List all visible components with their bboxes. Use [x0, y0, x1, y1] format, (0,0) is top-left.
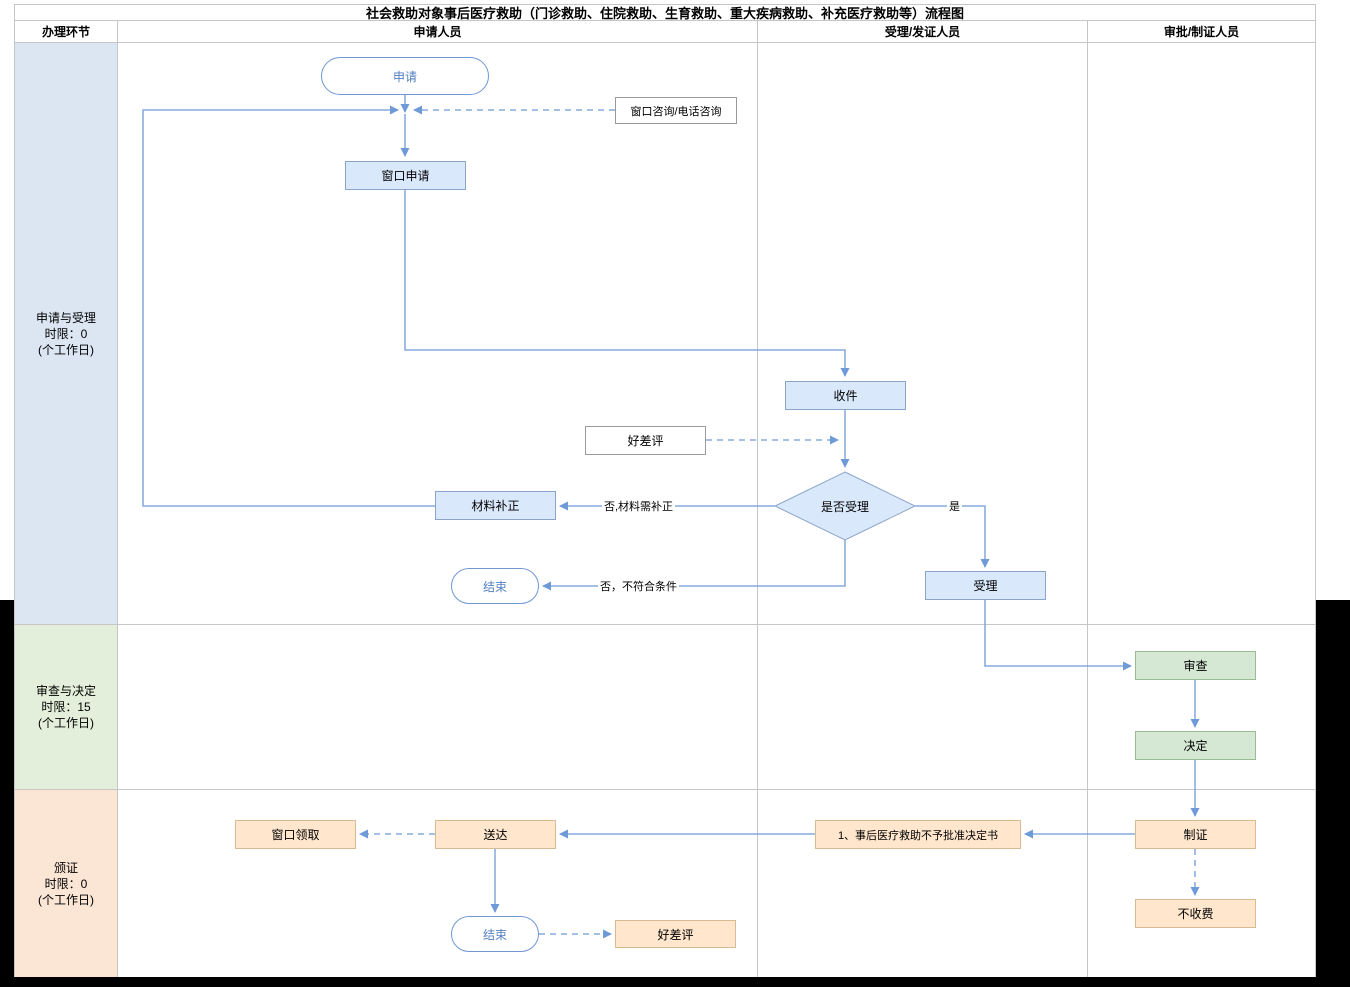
- node-receive-documents: 收件: [785, 381, 906, 410]
- node-window-apply: 窗口申请: [345, 161, 466, 190]
- viewport-mask-bottom: [0, 977, 1350, 987]
- node-make-certificate: 制证: [1135, 820, 1256, 849]
- edge-label-need-correction: 否,材料需补正: [602, 499, 676, 513]
- lane3-name: 颁证: [53, 860, 78, 875]
- lane2-applicant-cell: [117, 624, 758, 790]
- node-decision-document: 1、事后医疗救助不予批准决定书: [815, 820, 1021, 849]
- column-header-applicant: 申请人员: [117, 20, 758, 43]
- lane3-limit: 时限：0: [44, 876, 88, 891]
- lane2-acceptor-cell: [757, 624, 1088, 790]
- lane3-approver-cell: [1087, 789, 1316, 978]
- edge-label-not-qualified: 否，不符合条件: [598, 579, 679, 593]
- node-window-pickup: 窗口领取: [235, 820, 356, 849]
- lane1-approver-cell: [1087, 42, 1316, 625]
- node-deliver: 送达: [435, 820, 556, 849]
- lane-label-certify: 颁证 时限：0 (个工作日): [14, 789, 118, 978]
- lane3-unit: (个工作日): [38, 892, 94, 907]
- lane-label-apply-accept: 申请与受理 时限：0 (个工作日): [14, 42, 118, 625]
- viewport-mask-right: [1316, 600, 1350, 987]
- lane1-limit: 时限：0: [44, 326, 88, 341]
- lane3-acceptor-cell: [757, 789, 1088, 978]
- lane2-limit: 时限：15: [41, 700, 91, 714]
- edge-label-yes: 是: [947, 499, 962, 513]
- lane2-name: 审查与决定: [35, 684, 96, 698]
- decision-accept-or-not: 是否受理: [820, 499, 869, 514]
- column-header-stage: 办理环节: [14, 20, 118, 43]
- node-service-rating-bottom: 好差评: [615, 920, 736, 948]
- node-decide: 决定: [1135, 731, 1256, 760]
- column-header-approver: 审批/制证人员: [1087, 20, 1316, 43]
- lane2-unit: (个工作日): [38, 716, 94, 730]
- node-review: 审查: [1135, 651, 1256, 680]
- lane1-name: 申请与受理: [35, 310, 96, 325]
- lane1-unit: (个工作日): [38, 342, 94, 357]
- diagram-title: 社会救助对象事后医疗救助（门诊救助、住院救助、生育救助、重大疾病救助、补充医疗救…: [14, 4, 1316, 21]
- node-window-consult: 窗口咨询/电话咨询: [615, 97, 737, 124]
- lane-label-review-decide: 审查与决定 时限：15 (个工作日): [14, 624, 118, 790]
- node-accept: 受理: [925, 571, 1046, 600]
- viewport-mask-left: [0, 600, 14, 987]
- lane2-approver-cell: [1087, 624, 1316, 790]
- node-no-fee: 不收费: [1135, 899, 1256, 928]
- node-service-rating-top: 好差评: [585, 426, 706, 455]
- start-node-apply: 申请: [321, 57, 489, 95]
- lane1-applicant-cell: [117, 42, 758, 625]
- node-material-correction: 材料补正: [435, 491, 556, 520]
- end-node-top: 结束: [451, 568, 539, 604]
- lane1-acceptor-cell: [757, 42, 1088, 625]
- column-header-acceptor: 受理/发证人员: [757, 20, 1088, 43]
- end-node-bottom: 结束: [451, 916, 539, 952]
- lane3-applicant-cell: [117, 789, 758, 978]
